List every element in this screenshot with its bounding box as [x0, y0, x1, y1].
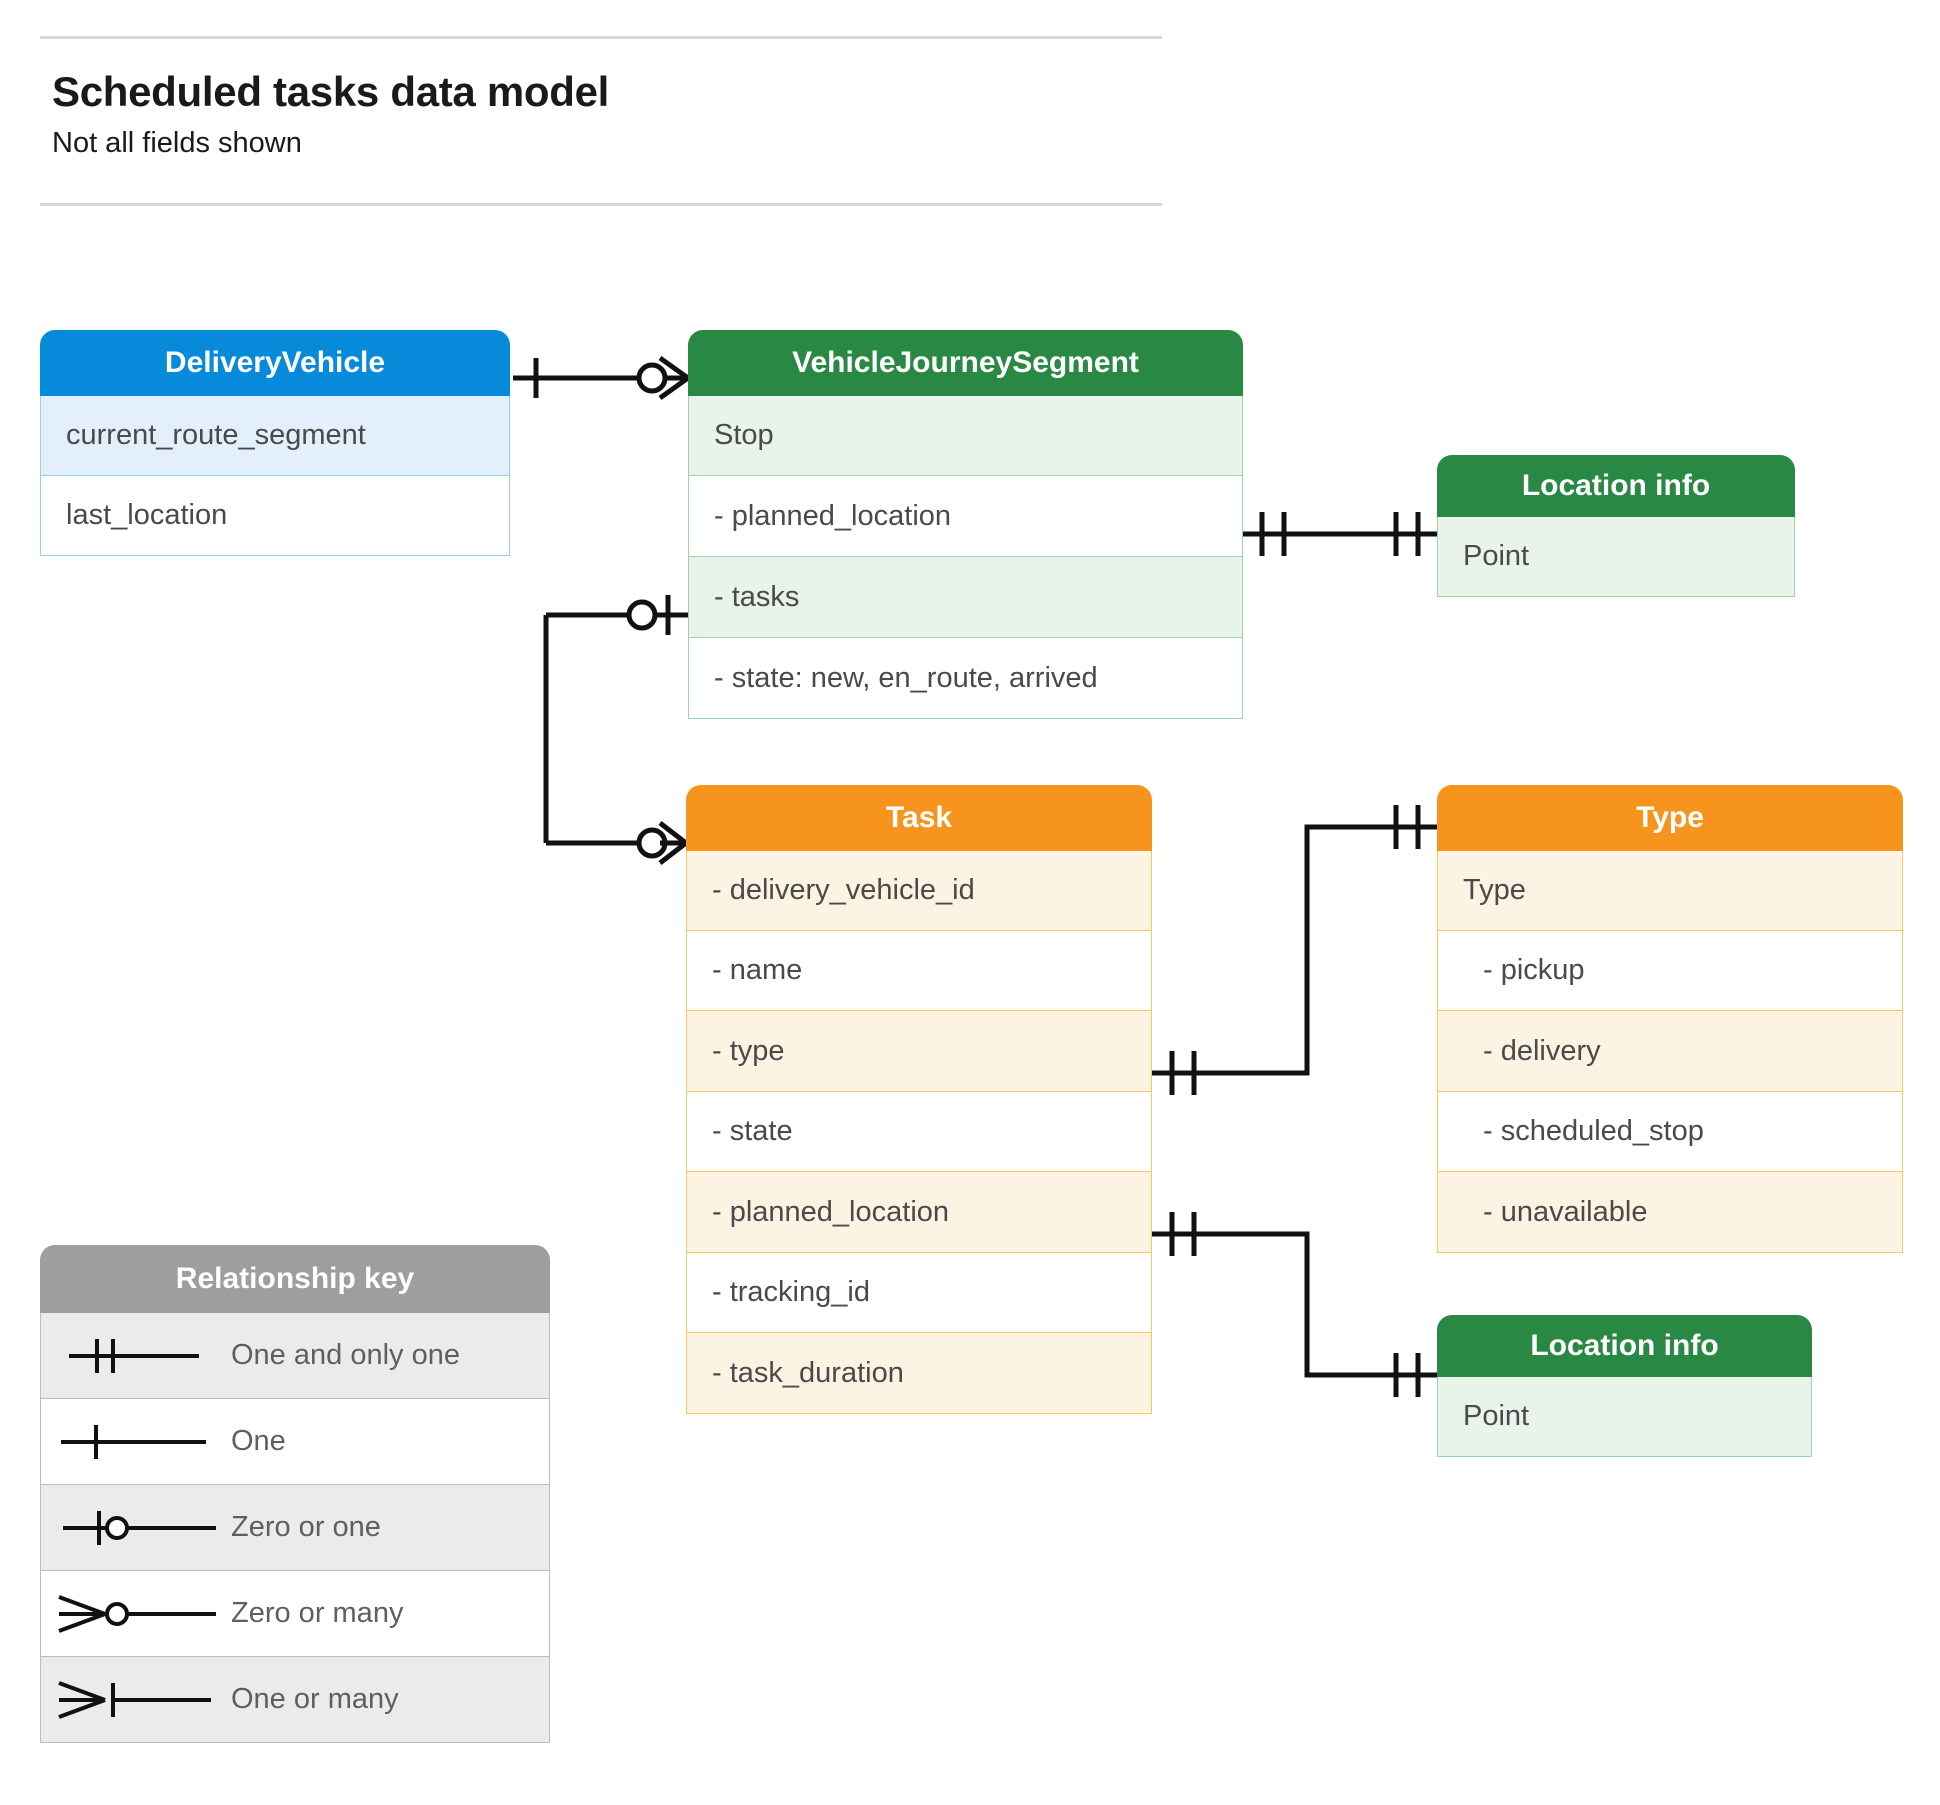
entity-title-task: Task [686, 785, 1152, 851]
field-row: - type [686, 1011, 1152, 1092]
field-row: - delivery [1437, 1011, 1903, 1092]
entity-title-location-info-top: Location info [1437, 455, 1795, 517]
header-divider-top [40, 36, 1162, 39]
legend-item-one: One [40, 1399, 550, 1485]
field-row: - unavailable [1437, 1172, 1903, 1253]
field-row: - delivery_vehicle_id [686, 851, 1152, 931]
zero-or-many-icon [51, 1571, 231, 1656]
legend-item-label: Zero or one [231, 1511, 381, 1543]
field-row: Type [1437, 851, 1903, 931]
connector-deliveryvehicle-to-vehiclejourneysegment [513, 355, 690, 401]
entity-vehicle-journey-segment[interactable]: VehicleJourneySegment Stop - planned_loc… [688, 330, 1243, 719]
one-or-many-icon [51, 1657, 231, 1742]
legend-title: Relationship key [40, 1245, 550, 1313]
legend-item-label: One [231, 1425, 286, 1457]
entity-title-vehicle-journey-segment: VehicleJourneySegment [688, 330, 1243, 396]
legend-item-zero-or-one: Zero or one [40, 1485, 550, 1571]
field-row: Stop [688, 396, 1243, 476]
entity-type[interactable]: Type Type - pickup - delivery - schedule… [1437, 785, 1903, 1253]
field-row: Point [1437, 517, 1795, 597]
connector-task-plannedlocation-to-locationinfo [1152, 1212, 1437, 1397]
connector-task-type-to-type [1152, 805, 1437, 1095]
entity-location-info-bottom[interactable]: Location info Point [1437, 1315, 1812, 1457]
connector-vjs-plannedlocation-to-locationinfo [1243, 512, 1437, 556]
page-subtitle: Not all fields shown [52, 127, 302, 159]
field-row: - scheduled_stop [1437, 1092, 1903, 1172]
field-row: current_route_segment [40, 396, 510, 476]
field-row: - state: new, en_route, arrived [688, 638, 1243, 719]
field-row: - task_duration [686, 1333, 1152, 1414]
field-row: - tasks [688, 557, 1243, 638]
field-row: - tracking_id [686, 1253, 1152, 1333]
legend-item-one-or-many: One or many [40, 1657, 550, 1743]
header-divider-bottom [40, 203, 1162, 206]
legend-item-label: One and only one [231, 1339, 460, 1371]
field-row: - planned_location [688, 476, 1243, 557]
legend-item-label: Zero or many [231, 1597, 404, 1629]
zero-or-one-icon [51, 1485, 231, 1570]
legend-item-label: One or many [231, 1683, 399, 1715]
connector-tasks-to-task [543, 595, 688, 865]
entity-location-info-top[interactable]: Location info Point [1437, 455, 1795, 597]
field-row: - pickup [1437, 931, 1903, 1011]
field-row: - planned_location [686, 1172, 1152, 1253]
entity-title-type: Type [1437, 785, 1903, 851]
legend-item-zero-or-many: Zero or many [40, 1571, 550, 1657]
entity-delivery-vehicle[interactable]: DeliveryVehicle current_route_segment la… [40, 330, 510, 556]
entity-title-location-info-bottom: Location info [1437, 1315, 1812, 1377]
field-row: - state [686, 1092, 1152, 1172]
legend-relationship-key[interactable]: Relationship key One and only one One [40, 1245, 550, 1743]
one-icon [51, 1399, 231, 1484]
entity-task[interactable]: Task - delivery_vehicle_id - name - type… [686, 785, 1152, 1414]
one-and-only-one-icon [51, 1313, 231, 1398]
field-row: Point [1437, 1377, 1812, 1457]
legend-item-one-and-only-one: One and only one [40, 1313, 550, 1399]
field-row: last_location [40, 476, 510, 556]
page-title: Scheduled tasks data model [52, 68, 610, 115]
entity-title-delivery-vehicle: DeliveryVehicle [40, 330, 510, 396]
field-row: - name [686, 931, 1152, 1011]
